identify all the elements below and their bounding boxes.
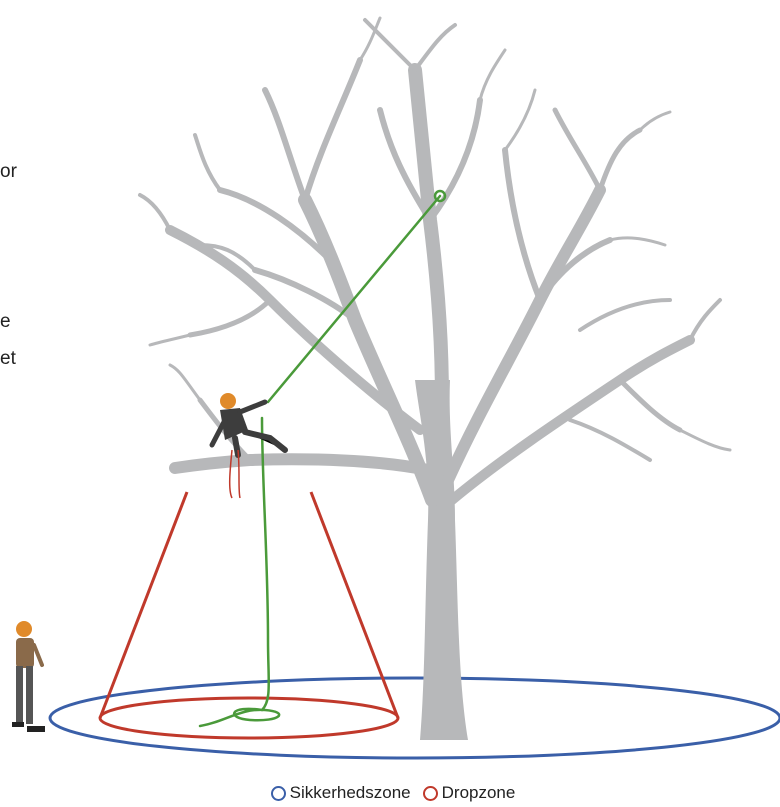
- text-fragment: et: [0, 349, 16, 368]
- drop-zone-left-line: [100, 492, 187, 718]
- legend-item-safety-zone: Sikkerhedszone: [271, 783, 411, 803]
- tree: [140, 18, 730, 740]
- legend-label-drop-zone: Dropzone: [442, 783, 516, 803]
- drop-zone: [100, 492, 398, 738]
- legend-label-safety-zone: Sikkerhedszone: [290, 783, 411, 803]
- legend-item-drop-zone: Dropzone: [423, 783, 516, 803]
- drop-zone-ring-icon: [423, 786, 438, 801]
- text-fragment: e: [0, 312, 11, 331]
- climber-figure: [212, 393, 285, 498]
- legend: Sikkerhedszone Dropzone: [0, 783, 780, 803]
- drop-zone-ellipse: [100, 698, 398, 738]
- drop-zone-right-line: [311, 492, 398, 718]
- safety-zone-ellipse: [50, 678, 780, 758]
- safety-zone-ring-icon: [271, 786, 286, 801]
- text-fragment: or: [0, 162, 17, 181]
- ground-person-figure: [12, 621, 45, 732]
